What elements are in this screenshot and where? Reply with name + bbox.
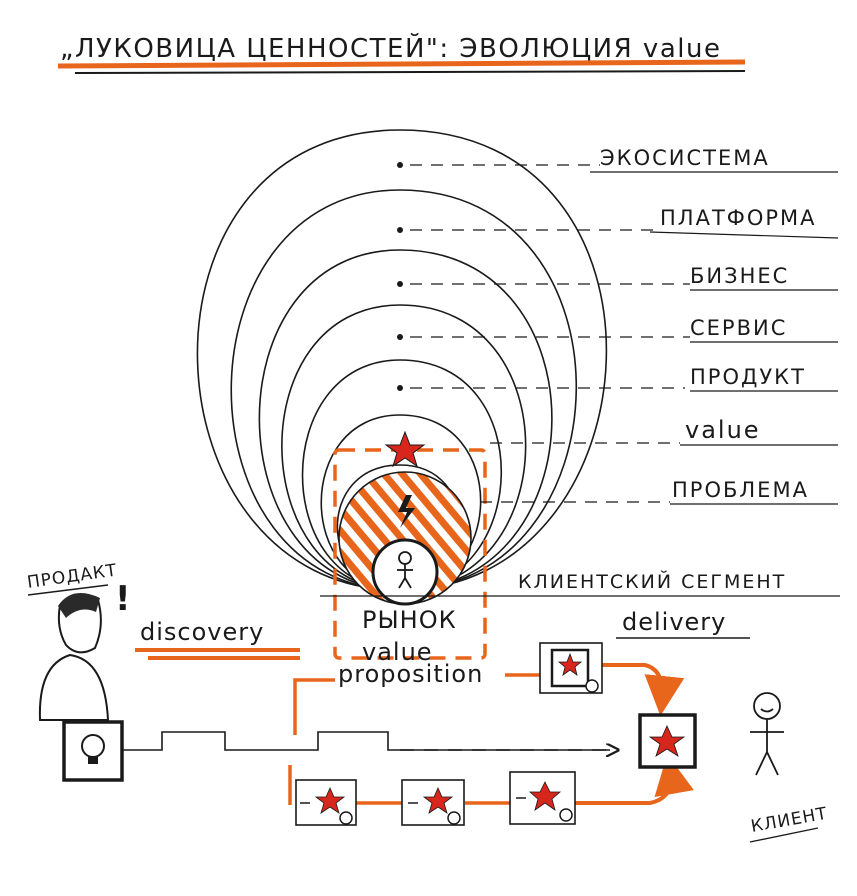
segment-label: КЛИЕНТСКИЙ СЕГМЕНТ (518, 570, 786, 593)
star-icon (648, 725, 686, 757)
lightbulb-icon (81, 734, 105, 764)
star-icon (384, 430, 426, 468)
delivery-label: delivery (622, 608, 726, 636)
iteration-box-2 (401, 779, 465, 826)
iteration-box-3 (509, 771, 576, 825)
ring-business (258, 249, 553, 591)
layer-leaders (410, 164, 690, 503)
product-person-label: ПРОДАКТ (26, 561, 119, 593)
layer-label-business: БИЗНЕС (690, 264, 789, 288)
flow-to-value-prop (293, 678, 335, 735)
title-underline (57, 59, 746, 74)
ring-product (301, 359, 503, 591)
flow-top-arrow (600, 663, 685, 716)
ring-platform (230, 189, 578, 591)
layer-label-problem: ПРОБЛЕМА (672, 478, 809, 502)
diagram-title: „ЛУКОВИЦА ЦЕННОСТЕЙ": ЭВОЛЮЦИЯ value (60, 32, 721, 64)
client-underline (749, 827, 819, 843)
client-label: КЛИЕНТ (749, 804, 829, 837)
market-label: РЫНОК (362, 606, 457, 634)
star-icon (557, 652, 583, 676)
star-icon (528, 781, 562, 811)
layer-label-platform: ПЛАТФОРМА (660, 206, 817, 230)
layer-label-value: value (685, 416, 761, 444)
ring-ecosystem (196, 129, 608, 591)
star-icon (422, 787, 454, 814)
client-figure (750, 692, 784, 776)
flow-bottom-arrow (575, 754, 694, 805)
person-icon (397, 551, 413, 589)
value-prop-line2: proposition (338, 660, 483, 688)
onion-rings (196, 129, 608, 591)
exclamation-icon: ! (115, 579, 131, 619)
lightbulb-box (62, 720, 124, 782)
layer-label-product: ПРОДУКТ (690, 365, 806, 389)
lightning-icon (398, 495, 415, 528)
layer-labels: ЭКОСИСТЕМА ПЛАТФОРМА БИЗНЕС СЕРВИС ПРОДУ… (590, 146, 839, 505)
layer-label-service: СЕРВИС (690, 316, 787, 340)
target-box (638, 713, 697, 769)
market-box (333, 448, 487, 660)
layer-dots (397, 162, 403, 391)
discovery-step-line (122, 731, 610, 751)
product-manager-figure: ПРОДАКТ ! (26, 561, 131, 721)
star-icon (314, 787, 346, 814)
iteration-box-1 (295, 779, 357, 826)
ring-service (281, 304, 527, 591)
discovery-label: discovery (140, 618, 264, 646)
iteration-box-top (539, 642, 603, 694)
layer-label-ecosystem: ЭКОСИСТЕМА (600, 146, 770, 170)
value-prop-line1: value (362, 638, 433, 666)
